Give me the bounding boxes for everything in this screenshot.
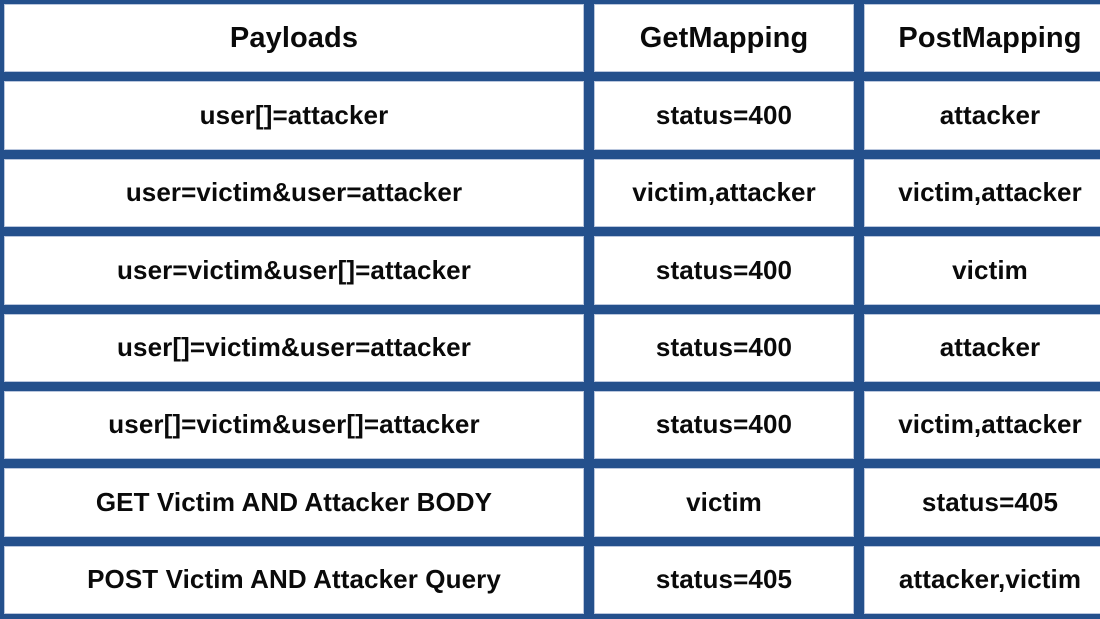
- table-row: victim,attacker: [864, 158, 1100, 228]
- table-row: user=victim&user[]=attacker: [4, 236, 584, 305]
- table-row: victim,attacker: [594, 158, 854, 228]
- table-row: victim: [864, 236, 1100, 305]
- table-row: user[]=victim&user[]=attacker: [4, 390, 584, 460]
- table-row: status=400: [594, 236, 854, 305]
- column-header-payloads: Payloads: [4, 4, 584, 73]
- table-row: attacker: [864, 81, 1100, 150]
- column-header-getmapping: GetMapping: [594, 4, 854, 73]
- table-row: victim,attacker: [864, 390, 1100, 460]
- table-row: status=400: [594, 81, 854, 150]
- table-row: status=405: [594, 545, 854, 614]
- column-header-postmapping: PostMapping: [864, 4, 1100, 73]
- table-row: attacker,victim: [864, 545, 1100, 614]
- table-row: user=victim&user=attacker: [4, 158, 584, 228]
- table-row: user[]=attacker: [4, 81, 584, 150]
- table-row: status=400: [594, 390, 854, 460]
- table-row: status=400: [594, 313, 854, 382]
- table-row: user[]=victim&user=attacker: [4, 313, 584, 382]
- table-row: victim: [594, 468, 854, 537]
- table-row: POST Victim AND Attacker Query: [4, 545, 584, 614]
- table-row: attacker: [864, 313, 1100, 382]
- table-row: status=405: [864, 468, 1100, 537]
- table-row: GET Victim AND Attacker BODY: [4, 468, 584, 537]
